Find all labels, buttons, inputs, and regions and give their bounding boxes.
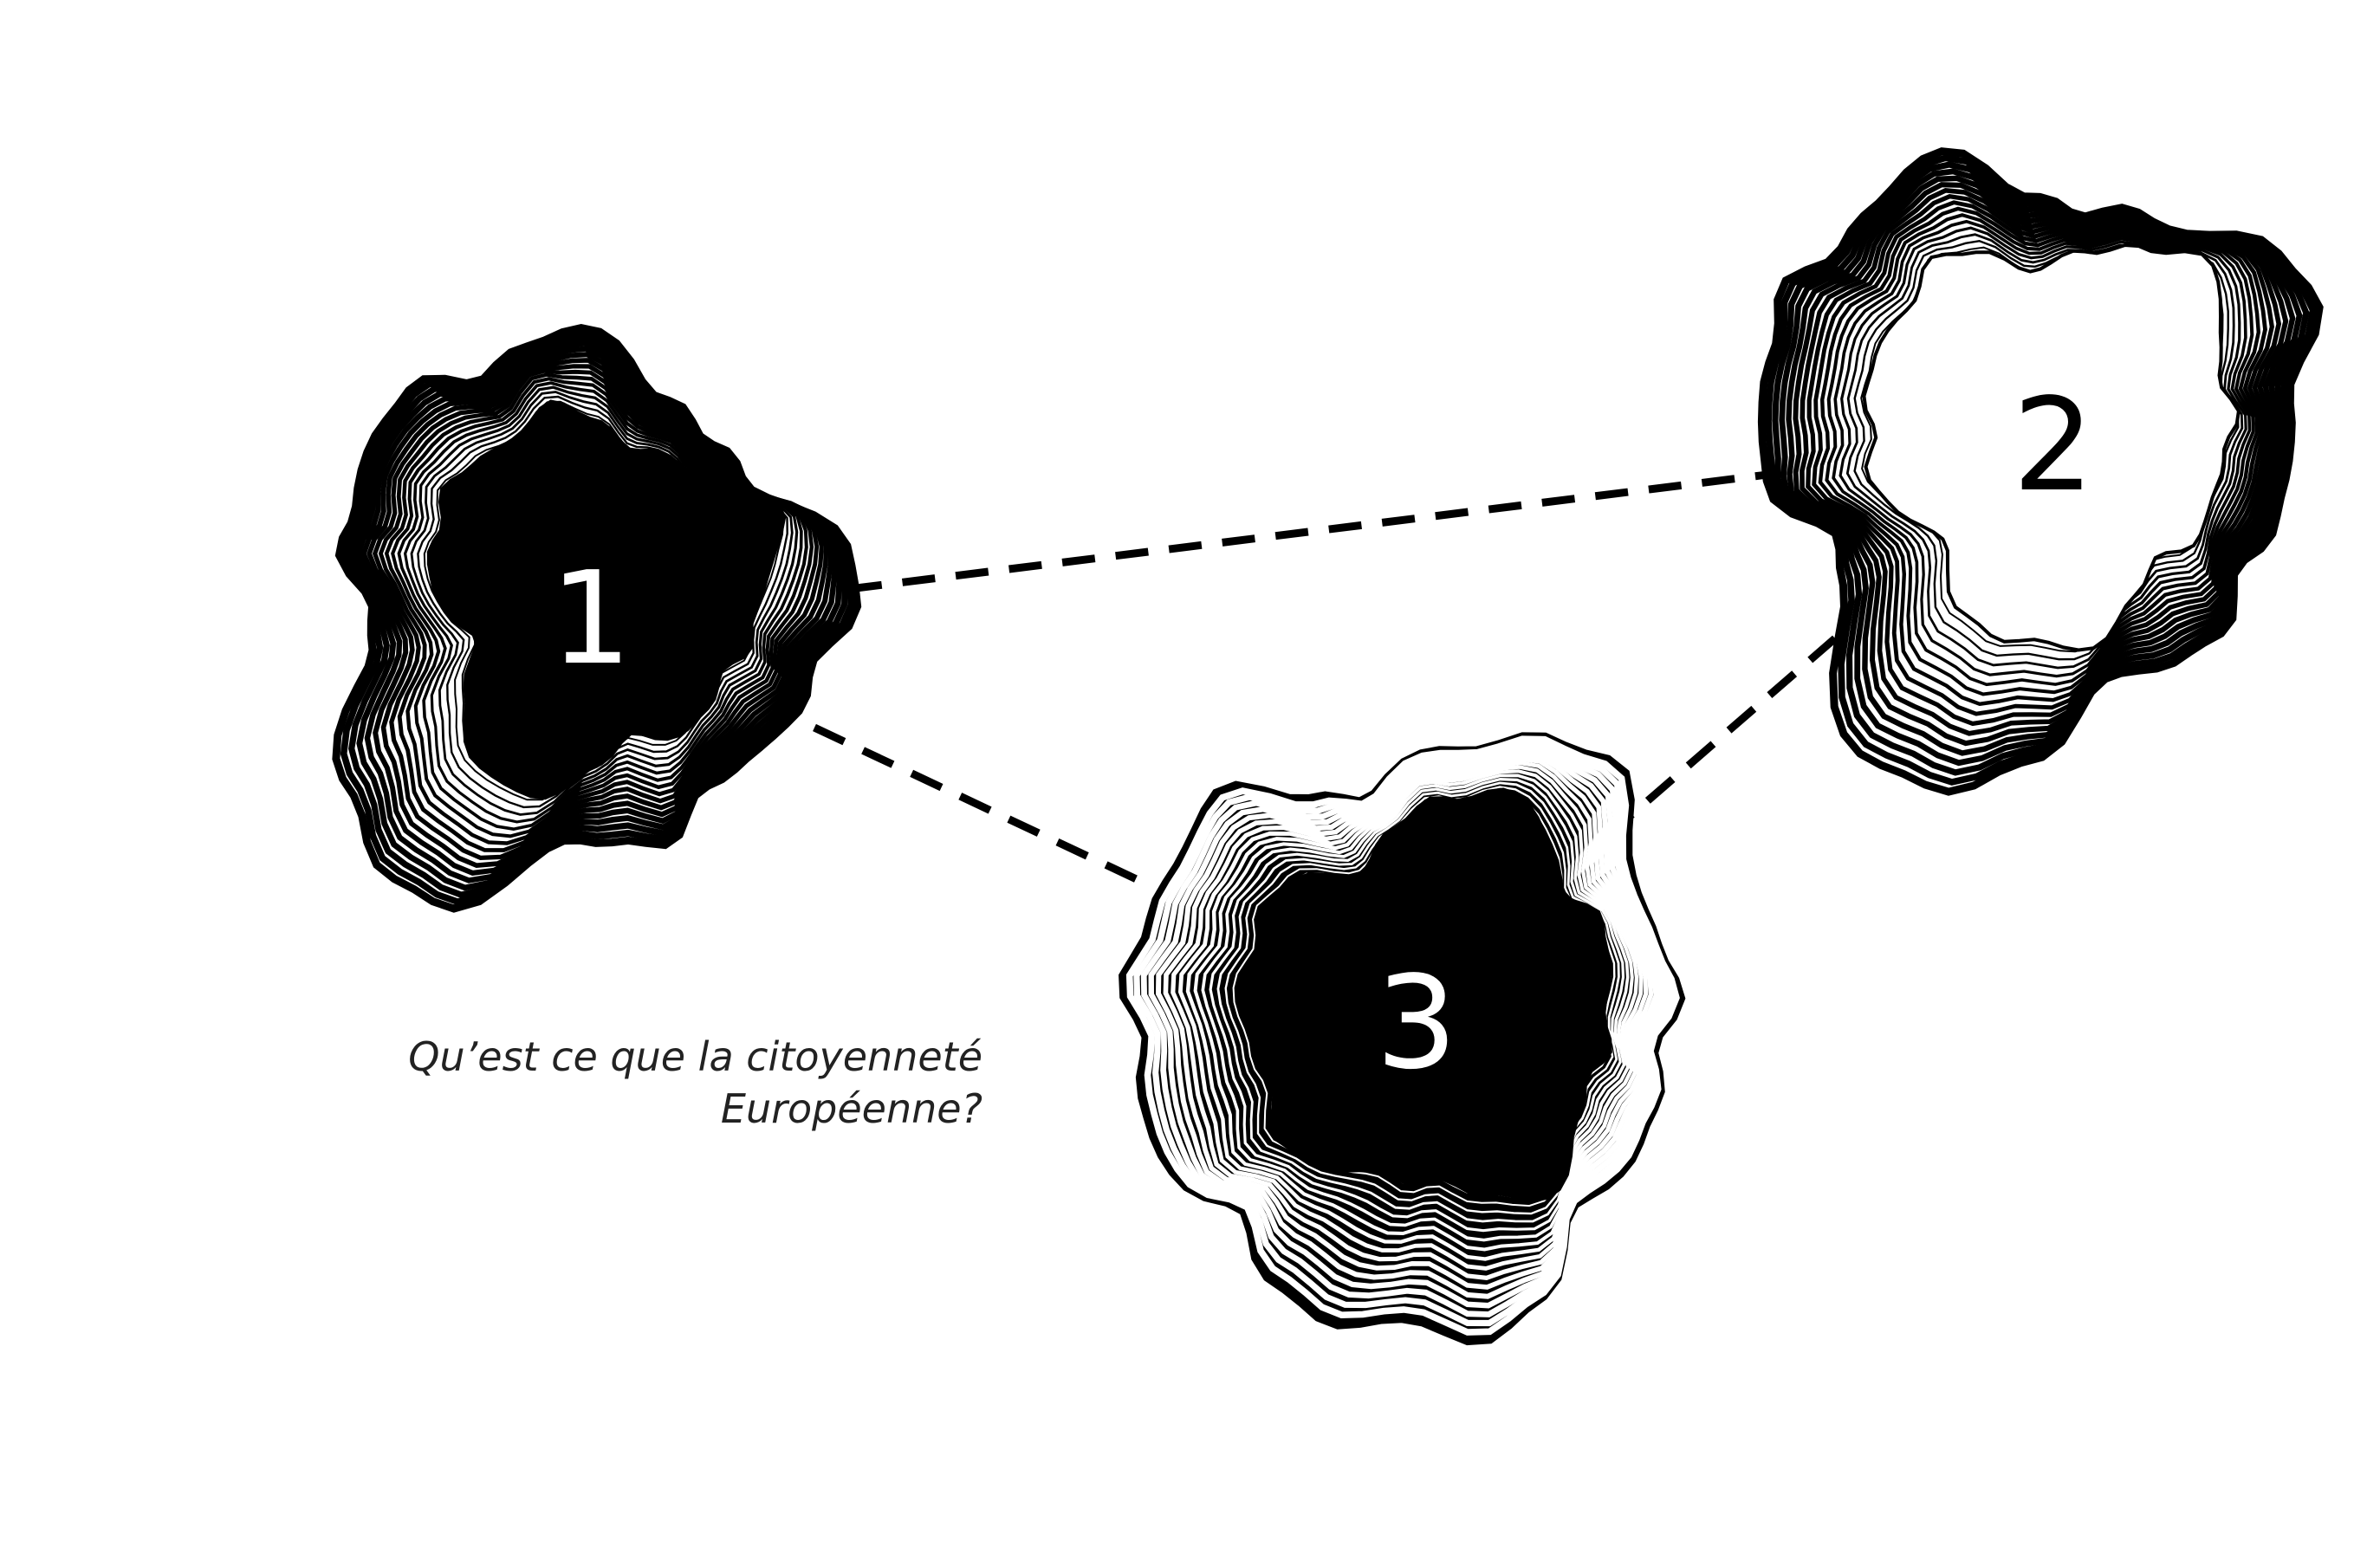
node-2-ring — [1825, 213, 2255, 696]
node-1-core — [426, 399, 787, 800]
node-3-ring — [1224, 786, 1616, 1215]
node-1-ring — [360, 352, 833, 876]
node-2-ring — [1812, 200, 2267, 716]
node-1 — [332, 323, 862, 913]
node-1-ring — [410, 391, 794, 816]
node-3-ring — [1148, 745, 1664, 1309]
node-1-ring — [355, 346, 839, 884]
node-1-ring — [397, 381, 803, 832]
node-2-core — [1862, 243, 2241, 652]
node-1-ring — [366, 358, 829, 869]
connector-3-2 — [1605, 618, 1857, 839]
node-3-ring — [1209, 777, 1625, 1233]
node-3-ring — [1171, 756, 1649, 1280]
node-3 — [1119, 732, 1686, 1346]
node-1-ring — [403, 385, 799, 824]
node-3-ring — [1185, 765, 1639, 1261]
node-2-ring — [1806, 194, 2274, 727]
caption-line-2: Européenne? — [720, 1085, 982, 1132]
node-3-ring — [1232, 790, 1612, 1207]
node-1-label: 1 — [550, 544, 632, 693]
node-1-ring — [384, 372, 814, 845]
node-1-ring — [372, 364, 824, 861]
connector-1-2 — [848, 470, 1768, 593]
node-3-ring — [1140, 741, 1670, 1317]
node-2-ring — [1818, 206, 2261, 707]
node-2-label: 2 — [2013, 371, 2094, 520]
node-2 — [1757, 147, 2324, 796]
node-3-ring — [1216, 781, 1620, 1223]
node-1-ring — [378, 368, 820, 852]
node-3-core — [1236, 787, 1612, 1202]
node-3-ring — [1201, 774, 1630, 1242]
node-3-ring — [1177, 761, 1644, 1271]
caption: Qu’est ce que la citoyenneté Européenne? — [203, 1031, 982, 1135]
caption-line-1: Qu’est ce que la citoyenneté — [408, 1033, 982, 1080]
node-3-label: 3 — [1376, 948, 1457, 1097]
connector-1-3 — [813, 723, 1144, 886]
node-3-ring — [1193, 769, 1634, 1252]
node-1-ring — [391, 377, 808, 838]
node-3-ring — [1163, 753, 1654, 1290]
connectors — [813, 470, 1857, 886]
node-3-ring — [1155, 748, 1659, 1299]
